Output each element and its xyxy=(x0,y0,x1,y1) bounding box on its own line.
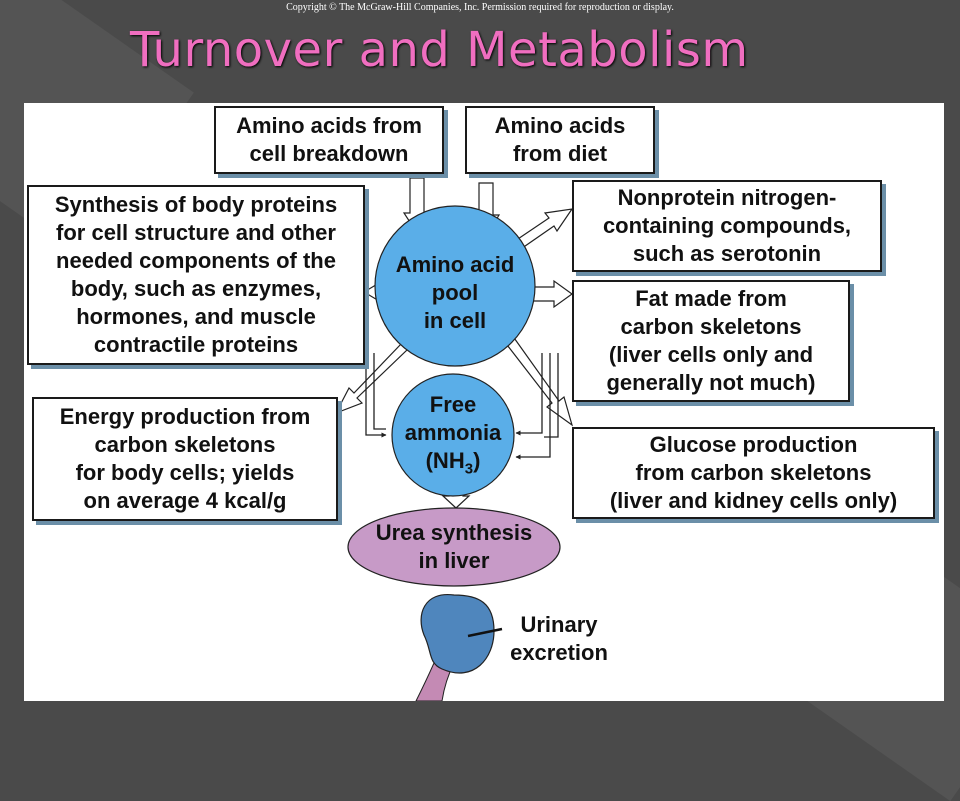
free-ammonia-circle xyxy=(391,373,515,497)
copyright-notice: Copyright © The McGraw-Hill Companies, I… xyxy=(286,2,674,13)
ammonia-line-formula: (NH3) xyxy=(383,447,523,483)
slide-title: Turnover and Metabolism xyxy=(130,22,749,78)
box-synthesis-proteins: Synthesis of body proteins for cell stru… xyxy=(27,185,365,365)
amino-acid-pool-label: Amino acid pool in cell xyxy=(395,252,515,333)
box-energy-production: Energy production from carbon skeletons … xyxy=(32,397,338,521)
arrow-pool-to-glucose xyxy=(503,334,574,427)
arrows-into-ammonia-right xyxy=(515,353,559,460)
ammonia-line-ammonia: ammonia xyxy=(404,420,502,445)
free-ammonia-label: Free ammonia (NH3) xyxy=(383,391,523,483)
arrow-pool-to-energy xyxy=(334,342,409,415)
box-amino-acids-diet: Amino acids from diet xyxy=(465,106,655,174)
box-amino-acids-breakdown: Amino acids from cell breakdown xyxy=(214,106,444,174)
ammonia-nh: (NH xyxy=(425,448,465,473)
box-nonprotein-nitrogen: Nonprotein nitrogen- containing compound… xyxy=(572,180,882,272)
kidney-icon xyxy=(415,594,503,701)
urea-synthesis-label: Urea synthesis in liver xyxy=(375,520,533,573)
box-glucose-production: Glucose production from carbon skeletons… xyxy=(572,427,935,519)
diagram-graphics xyxy=(334,177,574,701)
ammonia-close: ) xyxy=(473,448,481,473)
urea-synthesis-ellipse xyxy=(347,507,561,587)
ammonia-line-free: Free xyxy=(429,392,477,417)
ammonia-subscript: 3 xyxy=(464,460,474,478)
diagram-panel: Amino acids from cell breakdown Amino ac… xyxy=(24,103,944,701)
box-fat-carbon-skeletons: Fat made from carbon skeletons (liver ce… xyxy=(572,280,850,402)
urinary-excretion-label: Urinary excretion xyxy=(510,612,608,665)
amino-acid-pool-circle xyxy=(374,205,536,367)
arrows-into-ammonia-left xyxy=(365,353,387,438)
